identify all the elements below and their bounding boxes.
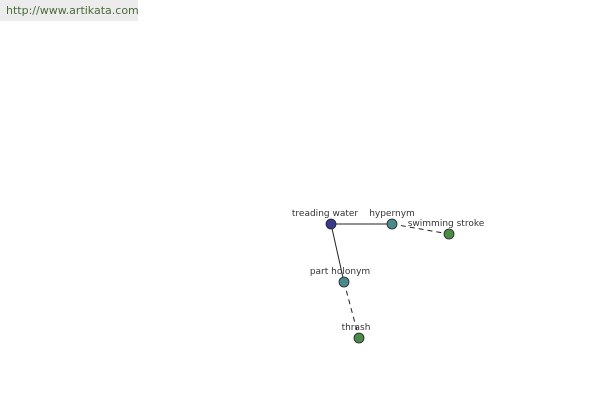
node-label-treading-water: treading water [292,209,359,219]
edge-treading-water-part-holonym [330,223,345,283]
graph-nodes: treading water hypernym swimming stroke … [292,209,485,344]
node-swimming-stroke[interactable]: swimming stroke [408,219,485,240]
edge-part-holonym-thrash [343,281,360,339]
node-label-part-holonym: part holonym [310,267,370,277]
node-hypernym[interactable]: hypernym [369,209,415,230]
node-label-thrash: thrash [342,323,371,333]
node-part-holonym[interactable]: part holonym [310,267,370,288]
graph-edges [330,223,450,339]
node-label-hypernym: hypernym [369,209,415,219]
site-url[interactable]: http://www.artikata.com [0,0,138,21]
edge-hypernym-swimming-stroke [391,223,450,235]
node-label-swimming-stroke: swimming stroke [408,219,485,229]
node-thrash[interactable]: thrash [342,323,371,344]
node-treading-water[interactable]: treading water [292,209,359,230]
